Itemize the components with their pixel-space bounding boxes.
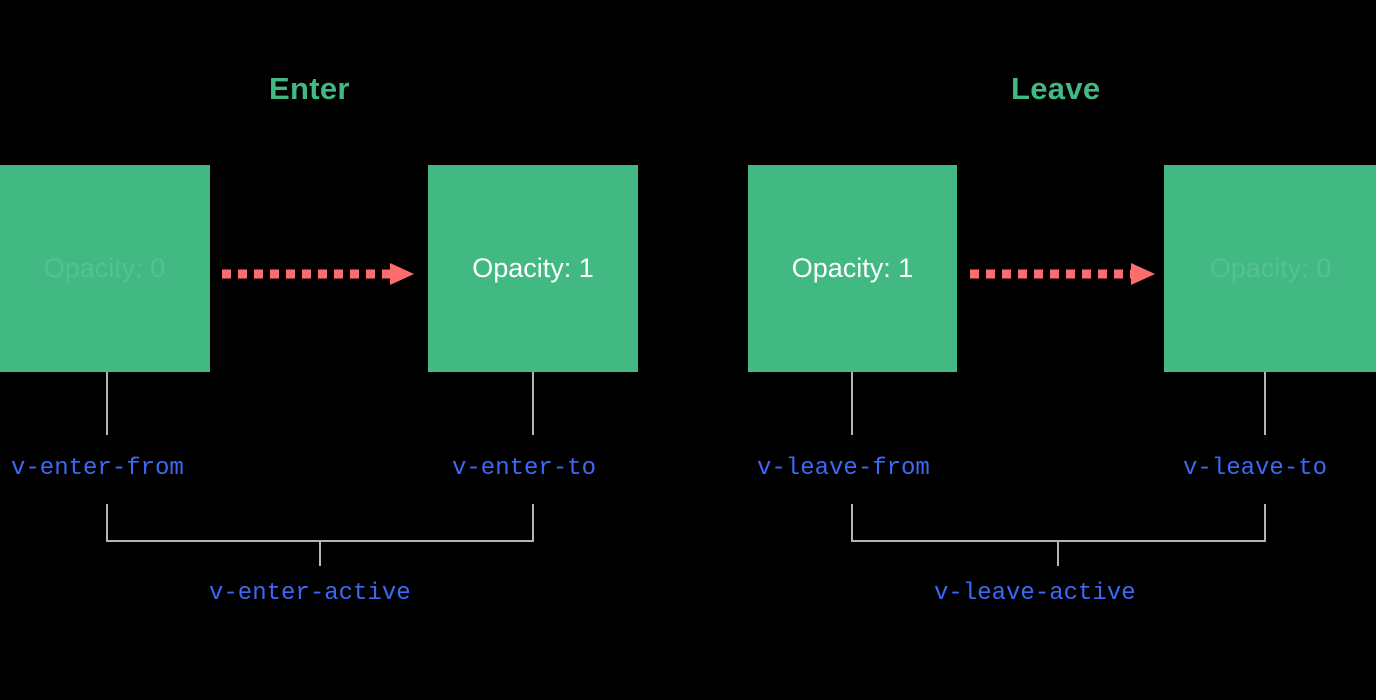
dashed-arrow-right-icon	[222, 262, 414, 286]
class-label-v-enter-to: v-enter-to	[452, 455, 597, 482]
connector-tick-leave-from	[851, 372, 853, 435]
bracket-stem-enter-active	[319, 541, 321, 566]
state-box-leave-from-label: Opacity: 1	[791, 253, 914, 283]
state-box-leave-from: Opacity: 1	[748, 165, 957, 372]
state-box-enter-from: Opacity: 0	[0, 165, 210, 372]
connector-tick-enter-to	[532, 372, 534, 435]
dashed-arrow-right-icon	[970, 262, 1155, 286]
state-box-enter-to-label: Opacity: 1	[472, 253, 594, 283]
state-box-leave-to: Opacity: 0	[1164, 165, 1376, 372]
state-box-enter-to: Opacity: 1	[428, 165, 638, 372]
section-heading-enter: Enter	[269, 71, 350, 106]
class-label-v-leave-from: v-leave-from	[757, 455, 930, 482]
bracket-enter-active	[106, 504, 534, 542]
class-label-v-leave-active: v-leave-active	[934, 580, 1136, 607]
class-label-v-leave-to: v-leave-to	[1183, 455, 1328, 482]
connector-tick-enter-from	[106, 372, 108, 435]
bracket-stem-leave-active	[1057, 541, 1059, 566]
bracket-leave-active	[851, 504, 1266, 542]
class-label-v-enter-active: v-enter-active	[209, 580, 411, 607]
connector-tick-leave-to	[1264, 372, 1266, 435]
class-label-v-enter-from: v-enter-from	[11, 455, 184, 482]
state-box-enter-from-label: Opacity: 0	[43, 253, 166, 283]
section-heading-leave: Leave	[1011, 71, 1101, 106]
state-box-leave-to-label: Opacity: 0	[1209, 253, 1332, 283]
